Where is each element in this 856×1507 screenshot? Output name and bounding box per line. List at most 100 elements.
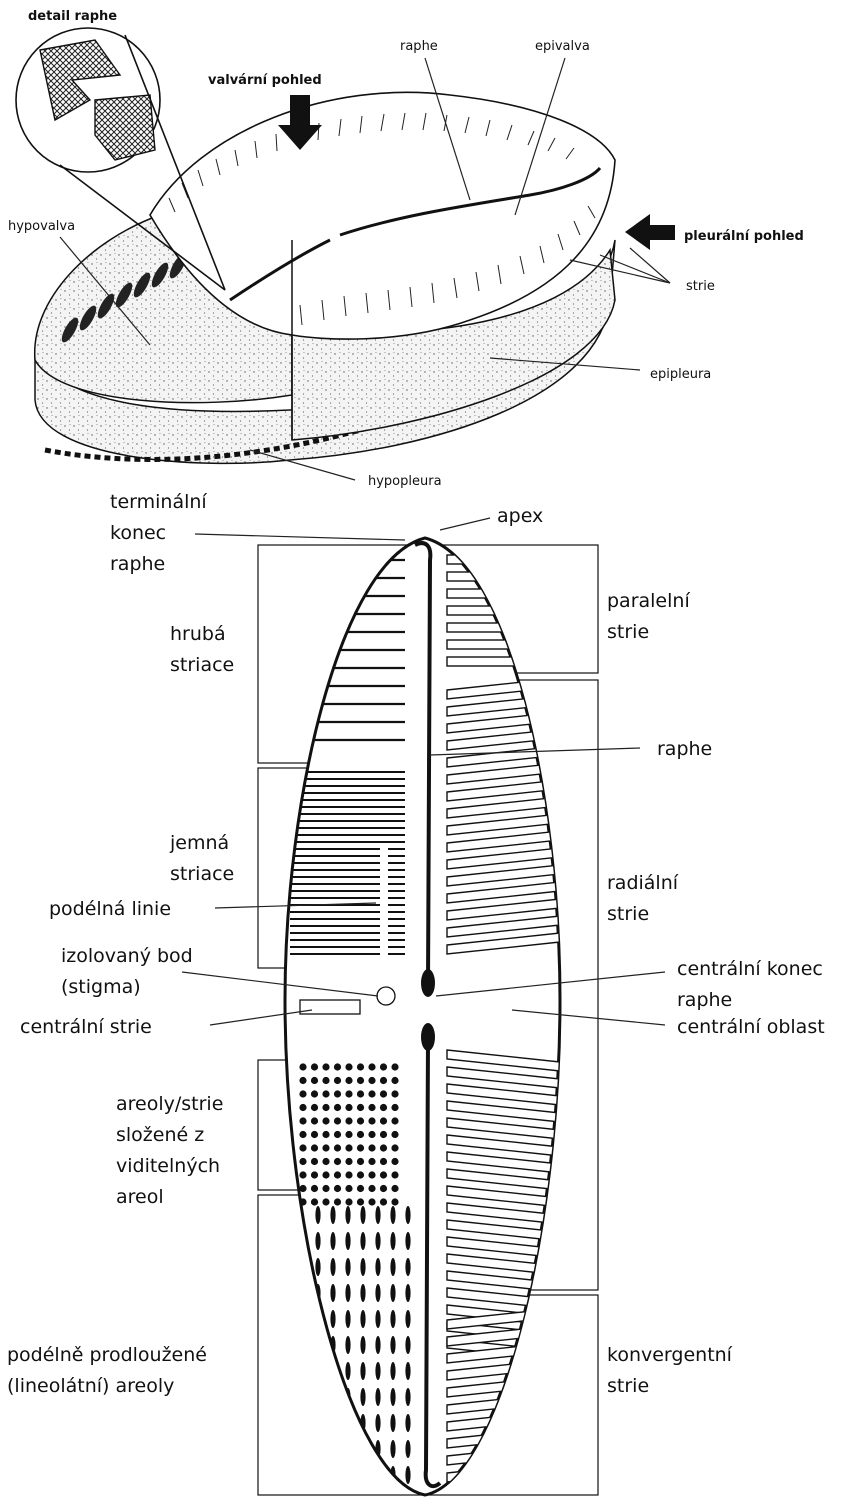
areola-dot bbox=[345, 1131, 352, 1138]
areola-dot bbox=[334, 1117, 341, 1124]
areola-dot bbox=[345, 1090, 352, 1097]
areola-dot bbox=[299, 1144, 306, 1151]
lineolate-areola bbox=[360, 1440, 365, 1458]
raphe-valve-label: raphe bbox=[657, 738, 712, 760]
areola-dot bbox=[311, 1158, 318, 1165]
areola-dot bbox=[334, 1131, 341, 1138]
lineolate-areola bbox=[330, 1362, 335, 1380]
lineolatni-label: podélně prodloužené (lineolátní) areoly bbox=[7, 1344, 213, 1397]
lineolate-areola bbox=[375, 1310, 380, 1328]
detail-raphe-label: detail raphe bbox=[28, 9, 117, 24]
areola-dot bbox=[334, 1185, 341, 1192]
epivalva-label: epivalva bbox=[535, 39, 590, 54]
lineolate-areola bbox=[390, 1440, 395, 1458]
lineolate-areola bbox=[315, 1206, 320, 1224]
lineolate-areola bbox=[345, 1258, 350, 1276]
lineolate-areola bbox=[375, 1362, 380, 1380]
podelna-linie-label: podélná linie bbox=[49, 898, 171, 920]
areola-dot bbox=[345, 1077, 352, 1084]
areola-dot bbox=[322, 1117, 329, 1124]
areoly-label: areoly/strie složené z viditelných areol bbox=[116, 1093, 229, 1208]
lineolate-areola bbox=[375, 1414, 380, 1432]
lineolate-areola bbox=[315, 1258, 320, 1276]
areola-dot bbox=[311, 1144, 318, 1151]
areola-dot bbox=[357, 1104, 364, 1111]
areola-dot bbox=[322, 1198, 329, 1205]
lineolate-areola bbox=[345, 1336, 350, 1354]
lineolate-areola bbox=[345, 1440, 350, 1458]
pleural-view-arrow bbox=[625, 214, 675, 250]
areola-dot bbox=[368, 1198, 375, 1205]
lineolate-areola bbox=[360, 1310, 365, 1328]
raphe-top-label: raphe bbox=[400, 39, 438, 54]
areola-dot bbox=[391, 1131, 398, 1138]
areola-dot bbox=[311, 1077, 318, 1084]
areola-dot bbox=[322, 1131, 329, 1138]
areola-dot bbox=[299, 1063, 306, 1070]
areola-dot bbox=[368, 1171, 375, 1178]
konvergentni-strie-label: konvergentní strie bbox=[607, 1344, 738, 1397]
areola-dot bbox=[311, 1090, 318, 1097]
areola-dot bbox=[345, 1063, 352, 1070]
lineolate-areola bbox=[330, 1206, 335, 1224]
lineolate-areola bbox=[360, 1362, 365, 1380]
areola-dot bbox=[391, 1090, 398, 1097]
lineolate-areola bbox=[315, 1310, 320, 1328]
lineolate-areola bbox=[315, 1466, 320, 1484]
lineolate-areola bbox=[375, 1388, 380, 1406]
areola-dot bbox=[311, 1063, 318, 1070]
terminal-end-label: terminální konec raphe bbox=[110, 491, 213, 575]
areola-dot bbox=[322, 1158, 329, 1165]
areola-dot bbox=[368, 1131, 375, 1138]
areola-dot bbox=[357, 1090, 364, 1097]
lineolate-areola bbox=[390, 1336, 395, 1354]
areola-dot bbox=[391, 1198, 398, 1205]
central-area-label: centrální oblast bbox=[677, 1016, 825, 1038]
lineolate-areola bbox=[315, 1388, 320, 1406]
areola-dot bbox=[368, 1090, 375, 1097]
areola-dot bbox=[345, 1117, 352, 1124]
areola-dot bbox=[380, 1158, 387, 1165]
central-raphe-end-upper bbox=[421, 969, 435, 997]
areola-dot bbox=[334, 1144, 341, 1151]
valve-view: terminální konec raphe apex hrubá striac… bbox=[7, 491, 829, 1495]
areola-dot bbox=[345, 1185, 352, 1192]
parallel-stria bbox=[447, 623, 537, 632]
stigma bbox=[377, 987, 395, 1005]
jemna-striace-label: jemná striace bbox=[169, 832, 235, 885]
areola-dot bbox=[345, 1171, 352, 1178]
valvar-view-label: valvární pohled bbox=[208, 73, 322, 88]
areola-dot bbox=[357, 1185, 364, 1192]
areola-dot bbox=[334, 1063, 341, 1070]
lineolate-areola bbox=[360, 1466, 365, 1484]
areola-dot bbox=[299, 1158, 306, 1165]
lineolate-areola bbox=[405, 1232, 410, 1250]
areola-dot bbox=[357, 1144, 364, 1151]
frustule-3d-view: detail raphe valvární pohled raphe epiva… bbox=[8, 9, 804, 489]
areola-dot bbox=[345, 1198, 352, 1205]
lineolate-areola bbox=[360, 1336, 365, 1354]
areola-dot bbox=[311, 1171, 318, 1178]
areola-dot bbox=[322, 1171, 329, 1178]
lineolate-areola bbox=[375, 1258, 380, 1276]
hypovalva-label: hypovalva bbox=[8, 219, 75, 234]
lineolate-areola bbox=[390, 1310, 395, 1328]
lineolate-areola bbox=[330, 1414, 335, 1432]
lineolate-areola bbox=[330, 1440, 335, 1458]
lineolate-areola bbox=[315, 1232, 320, 1250]
areola-dot bbox=[368, 1063, 375, 1070]
lineolate-areola bbox=[405, 1258, 410, 1276]
areola-dot bbox=[299, 1171, 306, 1178]
areola-dot bbox=[299, 1185, 306, 1192]
pleural-view-label: pleurální pohled bbox=[684, 229, 804, 244]
lineolate-areola bbox=[405, 1388, 410, 1406]
areola-dot bbox=[391, 1077, 398, 1084]
lineolate-areola bbox=[390, 1232, 395, 1250]
areola-dot bbox=[380, 1104, 387, 1111]
areola-dot bbox=[391, 1104, 398, 1111]
areola-dot bbox=[391, 1117, 398, 1124]
areola-dot bbox=[368, 1104, 375, 1111]
lineolate-areola bbox=[405, 1310, 410, 1328]
areola-dot bbox=[380, 1171, 387, 1178]
apex-label: apex bbox=[497, 505, 543, 527]
